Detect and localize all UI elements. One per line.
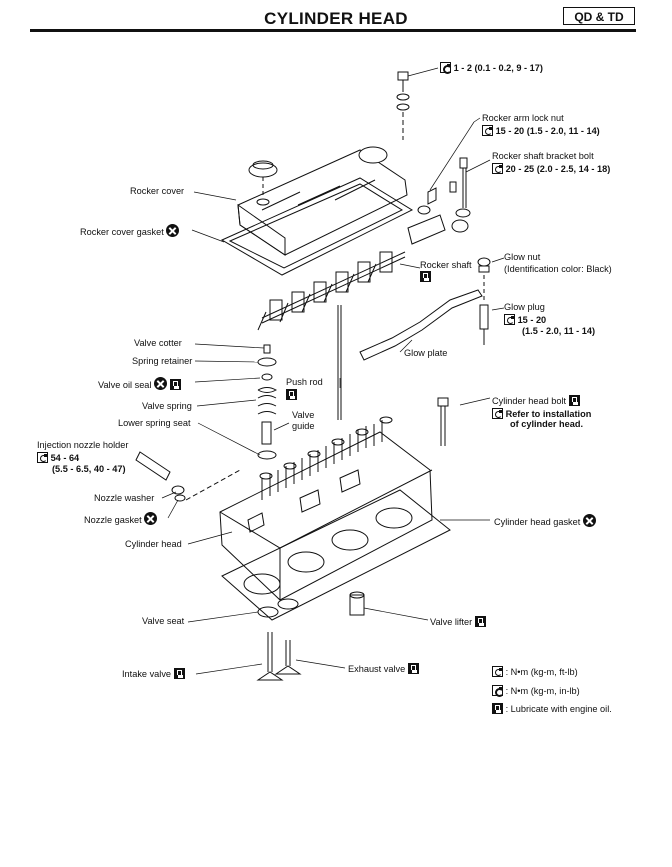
page-title: CYLINDER HEAD [264, 9, 408, 28]
note-refer-install: Refer to installation [492, 408, 591, 420]
note-refer-install-2: of cylinder head. [510, 419, 584, 429]
label-valve-lifter: Valve lifter [430, 616, 486, 628]
cylinder-head-gasket [221, 489, 451, 621]
valve-seat [257, 606, 279, 618]
cylinder-head-body [219, 416, 433, 601]
label-glow-nut-note: (Identification color: Black) [504, 264, 612, 274]
injection-nozzle-parts [135, 451, 241, 502]
torque-ftlb-icon [492, 666, 503, 677]
oil-can-icon [492, 703, 503, 714]
label-glow-plug: Glow plug [504, 302, 545, 312]
glow-nut-plug [477, 257, 491, 345]
label-intake-valve: Intake valve [122, 668, 185, 680]
label-glow-nut: Glow nut [504, 252, 541, 262]
torque-nozzle-holder: 54 - 64 [37, 452, 79, 464]
torque-ftlb-icon [492, 408, 503, 419]
label-cylinder-head-gasket: Cylinder head gasket [494, 514, 596, 528]
torque-ftlb-icon [492, 163, 503, 174]
label-rocker-cover: Rocker cover [130, 186, 185, 196]
label-valve-guide: Valve [292, 410, 315, 420]
cover-bolt [396, 71, 410, 140]
label-nozzle-gasket: Nozzle gasket [84, 512, 158, 526]
label-rocker-shaft: Rocker shaft [420, 260, 472, 283]
rocker-cover [237, 146, 408, 256]
torque-glow-plug-2: (1.5 - 2.0, 11 - 14) [522, 326, 596, 336]
torque-inlb-icon [492, 685, 504, 697]
replace-icon [144, 512, 158, 525]
label-injection-nozzle-holder: Injection nozzle holder [37, 440, 129, 450]
valve-spring-parts [257, 344, 278, 460]
label-rocker-shaft-bracket-bolt: Rocker shaft bracket bolt [492, 151, 594, 161]
torque-rocker-shaft-bracket-bolt: 20 - 25 (2.0 - 2.5, 14 - 18) [492, 163, 610, 175]
torque-ftlb-icon [482, 125, 493, 136]
label-nozzle-washer: Nozzle washer [94, 493, 155, 503]
legend-nm-ftlb: : N•m (kg-m, ft-lb) [492, 666, 578, 678]
label-valve-spring: Valve spring [142, 401, 192, 411]
torque-nozzle-holder-2: (5.5 - 6.5, 40 - 47) [52, 464, 126, 474]
replace-icon [582, 514, 596, 527]
label-valve-cotter: Valve cotter [134, 338, 182, 348]
label-cylinder-head-bolt: Cylinder head bolt [492, 395, 580, 407]
oil-can-icon [474, 616, 486, 627]
rocker-cover-gasket [220, 177, 414, 276]
legend-lubricate: : Lubricate with engine oil. [492, 703, 612, 715]
label-valve-oil-seal: Valve oil seal [98, 377, 181, 391]
oil-can-icon [169, 379, 181, 390]
oil-can-icon [286, 389, 297, 400]
valves [256, 632, 302, 681]
label-lower-spring-seat: Lower spring seat [118, 418, 191, 428]
label-rocker-cover-gasket: Rocker cover gasket [80, 224, 180, 238]
oil-can-icon [407, 663, 419, 674]
label-rocker-arm-lock-nut: Rocker arm lock nut [482, 113, 564, 123]
oil-can-icon [568, 395, 580, 406]
glow-plate [359, 289, 483, 361]
oil-can-icon [173, 668, 185, 679]
leader-lines [161, 67, 505, 675]
label-valve-guide-2: guide [292, 421, 315, 431]
replace-icon [154, 377, 168, 390]
rocker-bracket-parts [407, 157, 471, 245]
legend-nm-inlb: : N•m (kg-m, in-lb) [492, 685, 580, 697]
label-push-rod: Push rod [286, 377, 323, 387]
label-cylinder-head: Cylinder head [125, 539, 182, 549]
header-rule [30, 29, 636, 32]
engine-tag: QD & TD [563, 7, 635, 25]
cylinder-head-bolt [437, 397, 449, 446]
label-spring-retainer: Spring retainer [132, 356, 193, 366]
label-glow-plate: Glow plate [404, 348, 448, 358]
valve-lifter [349, 591, 365, 616]
replace-icon [166, 224, 180, 237]
torque-glow-plug: 15 - 20 [504, 314, 546, 326]
torque-inlb-icon [440, 62, 452, 74]
torque-rocker-arm-lock-nut: 15 - 20 (1.5 - 2.0, 11 - 14) [482, 125, 600, 137]
torque-top-bolt: 1 - 2 (0.1 - 0.2, 9 - 17) [440, 62, 543, 74]
label-valve-seat: Valve seat [142, 616, 185, 626]
label-exhaust-valve: Exhaust valve [348, 663, 419, 675]
torque-ftlb-icon [504, 314, 515, 325]
rocker-shaft-assembly [257, 251, 406, 420]
torque-ftlb-icon [37, 452, 48, 463]
oil-can-icon [420, 271, 431, 282]
